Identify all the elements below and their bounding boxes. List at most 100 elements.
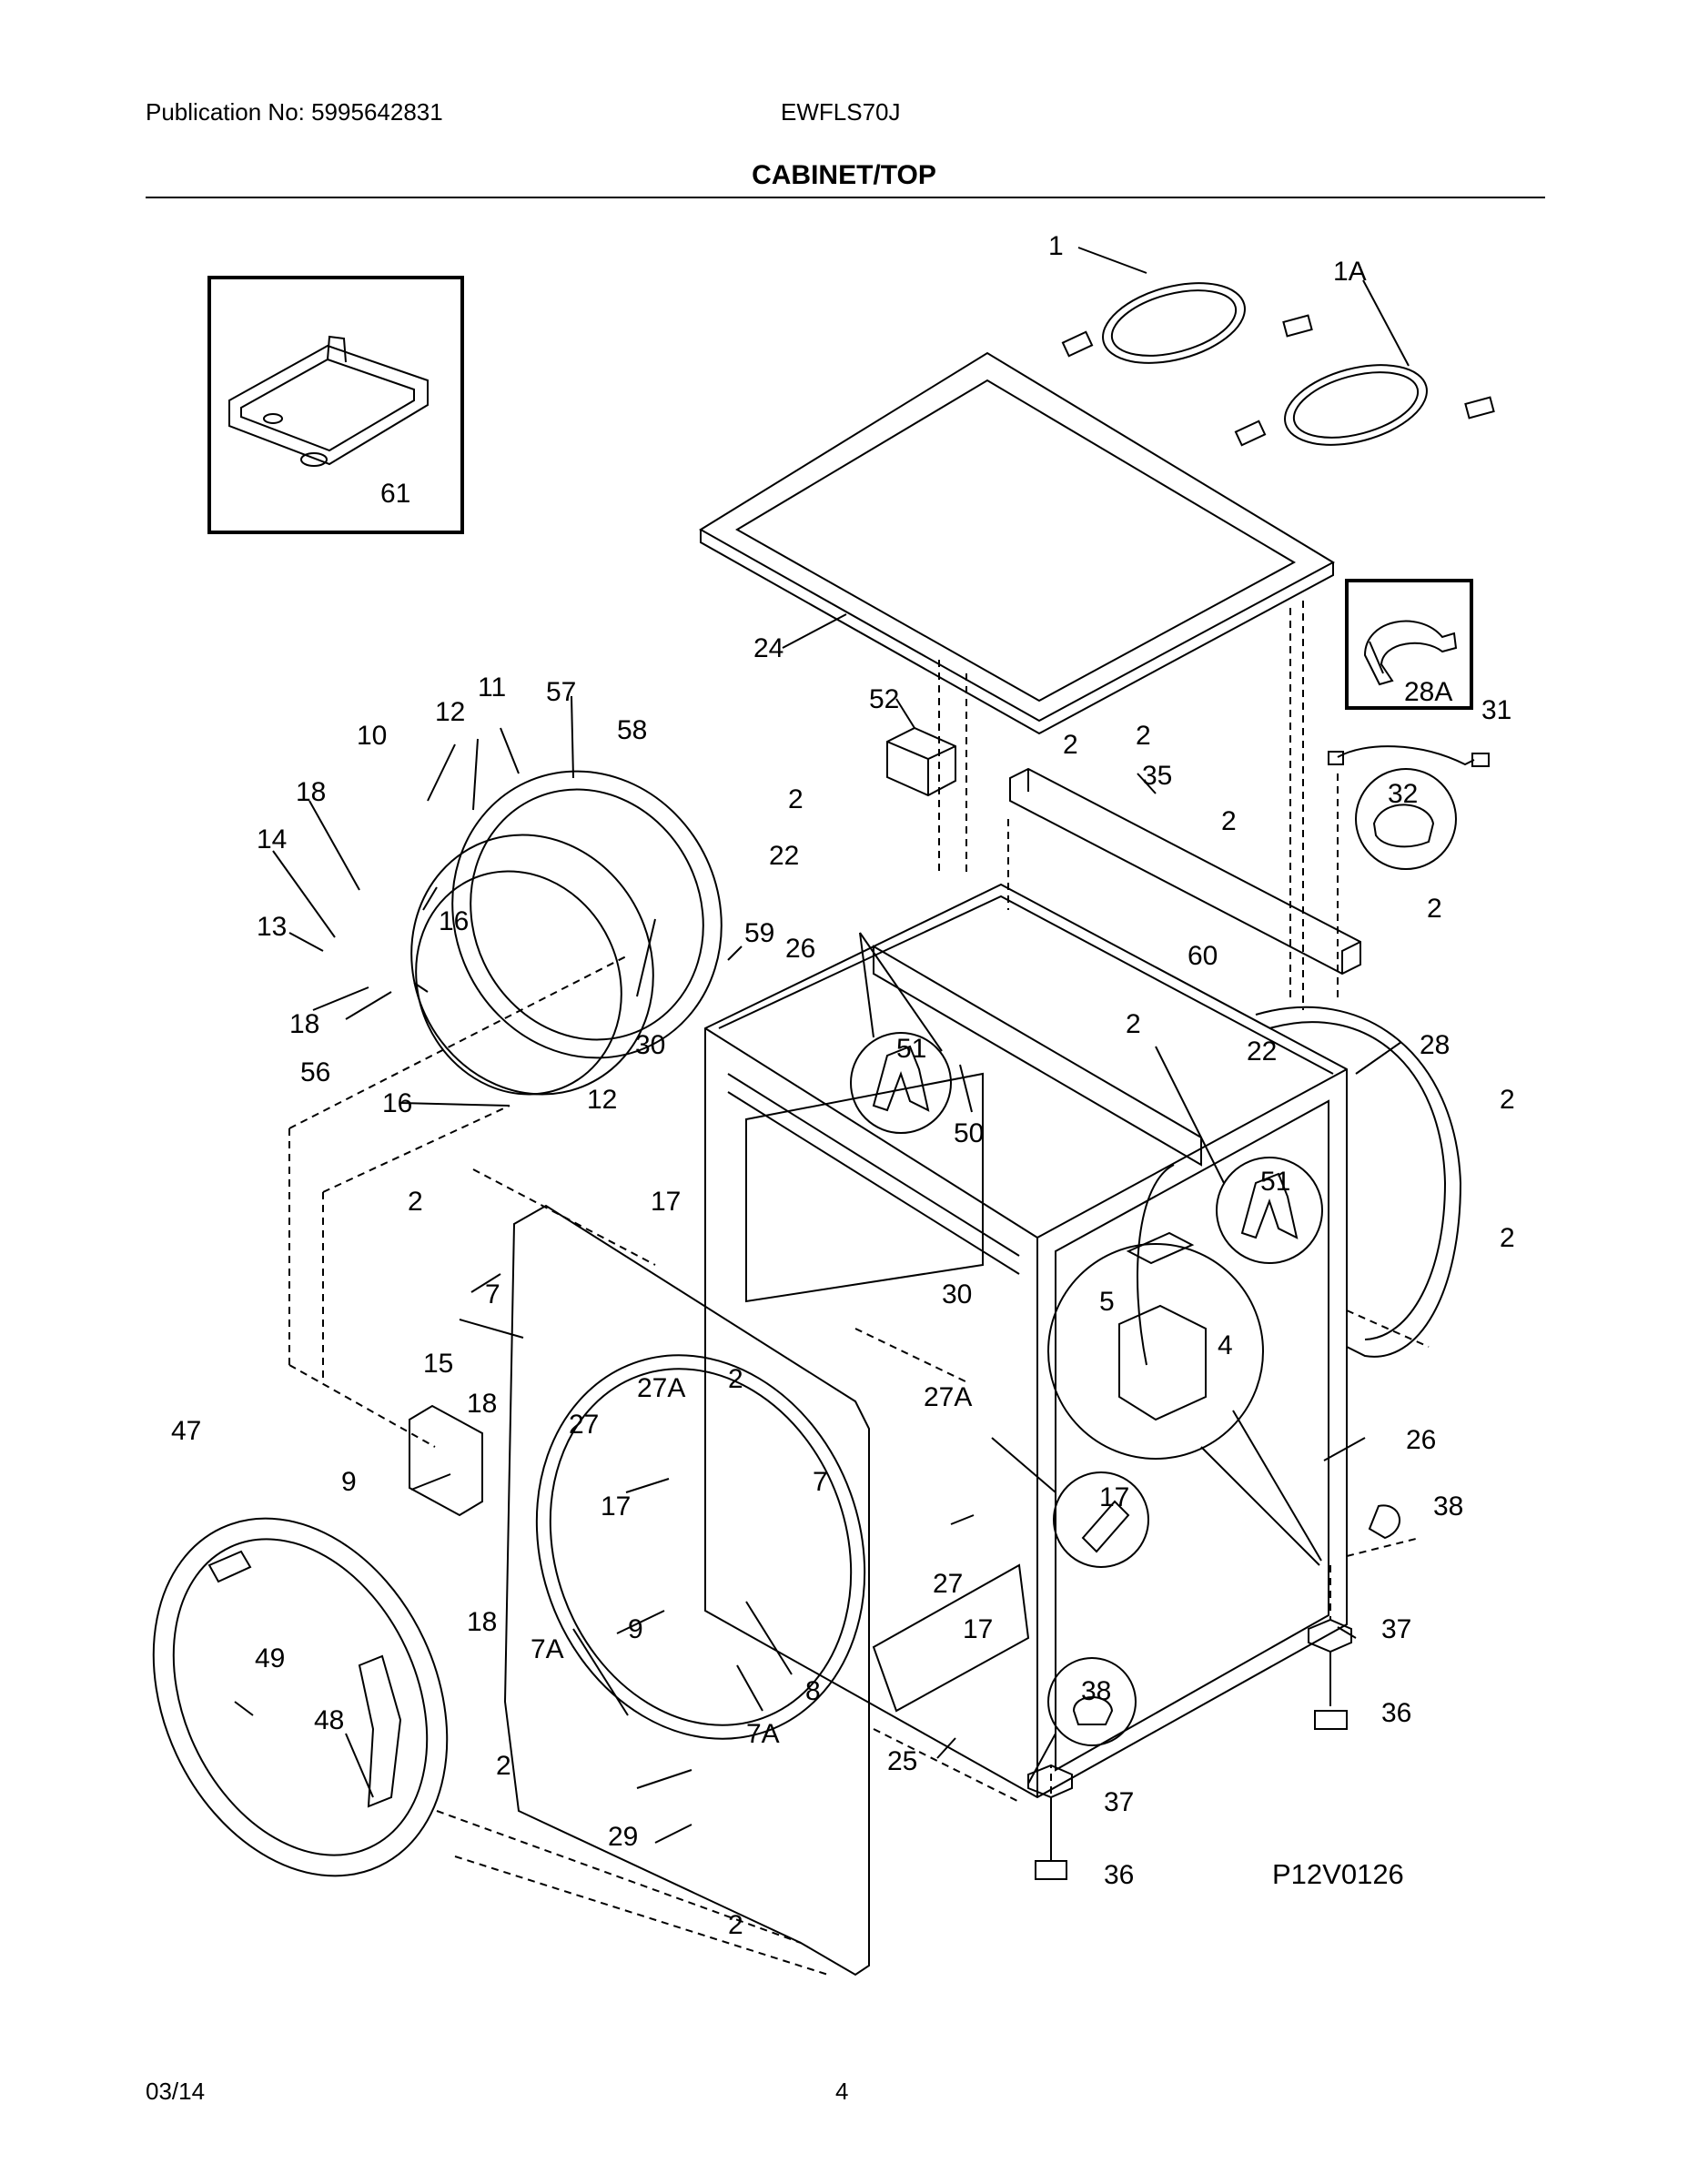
label-28: 28 xyxy=(1420,1030,1450,1060)
label-37-a: 37 xyxy=(1381,1614,1411,1644)
control-board-4-detail-circle xyxy=(1047,1243,1264,1460)
hinge-15-drawing xyxy=(409,1404,483,1517)
label-2-a: 2 xyxy=(1063,730,1078,760)
header-divider xyxy=(146,197,1545,198)
label-59: 59 xyxy=(744,918,774,948)
label-22-b: 22 xyxy=(1247,1036,1277,1067)
label-2-b: 2 xyxy=(1136,721,1151,751)
label-2-k: 2 xyxy=(496,1751,511,1781)
box-52-drawing xyxy=(886,726,956,797)
label-7-a: 7 xyxy=(485,1279,500,1309)
label-18-a: 18 xyxy=(296,777,326,807)
label-38-b: 38 xyxy=(1433,1491,1463,1522)
label-2-l: 2 xyxy=(728,1910,743,1940)
label-51-b: 51 xyxy=(1260,1167,1290,1197)
bracket-51-detail-circle-a xyxy=(850,1032,952,1134)
page-number: 4 xyxy=(835,2078,849,2105)
label-27a-a: 27A xyxy=(637,1373,685,1403)
label-36-a: 36 xyxy=(1381,1698,1411,1728)
leader-lines xyxy=(234,695,1402,1844)
label-26-b: 26 xyxy=(1406,1425,1436,1455)
front-panel-29-drawing xyxy=(503,1204,870,1977)
inlet-hose-1a-drawing xyxy=(1234,364,1495,447)
label-16-a: 16 xyxy=(439,906,469,936)
label-37-b: 37 xyxy=(1104,1787,1134,1817)
rear-panel-28-drawing xyxy=(1255,1006,1462,1358)
label-12-b: 12 xyxy=(587,1085,617,1115)
label-16-b: 16 xyxy=(382,1088,412,1118)
label-48: 48 xyxy=(314,1705,344,1735)
label-1a: 1A xyxy=(1333,257,1367,287)
power-cord-31-drawing xyxy=(1328,745,1490,767)
label-10: 10 xyxy=(357,721,387,751)
label-2-e: 2 xyxy=(788,784,804,814)
label-13: 13 xyxy=(257,912,287,942)
label-2-h: 2 xyxy=(1500,1223,1515,1253)
label-57: 57 xyxy=(546,677,576,707)
foot-assembly-right-drawing xyxy=(1308,1618,1352,1730)
page-title: CABINET/TOP xyxy=(752,160,936,190)
label-17-a: 17 xyxy=(651,1187,681,1217)
label-56: 56 xyxy=(300,1057,330,1087)
label-30-a: 30 xyxy=(635,1030,665,1060)
label-29: 29 xyxy=(608,1822,638,1852)
tub-ring-57-drawing xyxy=(410,770,723,1096)
label-2-i: 2 xyxy=(408,1187,423,1217)
inset-28a-frame xyxy=(1345,579,1473,710)
inset-61-frame xyxy=(207,276,464,534)
label-2-g: 2 xyxy=(1500,1085,1515,1115)
label-12-a: 12 xyxy=(435,697,465,727)
label-28a: 28A xyxy=(1404,677,1452,707)
label-2-j: 2 xyxy=(728,1364,743,1394)
door-47-drawing xyxy=(152,1517,449,1877)
label-30-b: 30 xyxy=(942,1279,972,1309)
label-26-a: 26 xyxy=(785,934,815,964)
label-22-a: 22 xyxy=(769,841,799,871)
label-17-b: 17 xyxy=(601,1491,631,1522)
label-14: 14 xyxy=(257,824,287,854)
cabinet-26-drawing xyxy=(704,883,1348,1799)
top-panel-24-drawing xyxy=(699,351,1336,735)
label-25: 25 xyxy=(887,1746,917,1776)
label-38-a: 38 xyxy=(1081,1676,1111,1706)
label-60: 60 xyxy=(1188,941,1218,971)
publication-date: 03/14 xyxy=(146,2078,206,2105)
label-52: 52 xyxy=(869,684,899,714)
drawing-code: P12V0126 xyxy=(1272,1858,1404,1890)
bracket-51-detail-circle-b xyxy=(1216,1157,1323,1264)
label-31: 31 xyxy=(1481,695,1511,725)
publication-number: Publication No: 5995642831 xyxy=(146,98,443,126)
clamp-28a-drawing xyxy=(1363,620,1458,686)
label-18-d: 18 xyxy=(467,1607,497,1637)
base-tray-61-drawing xyxy=(228,335,429,467)
pin-17-detail-circle xyxy=(1053,1471,1149,1568)
label-36-b: 36 xyxy=(1104,1860,1134,1890)
label-18-c: 18 xyxy=(467,1389,497,1419)
label-9-b: 9 xyxy=(628,1614,643,1644)
label-27-b: 27 xyxy=(933,1569,963,1599)
model-number: EWFLS70J xyxy=(781,98,901,126)
label-2-c: 2 xyxy=(1221,806,1237,836)
label-7-b: 7 xyxy=(813,1467,828,1497)
label-2-f: 2 xyxy=(1126,1009,1141,1039)
top-rail-35-drawing xyxy=(1009,767,1361,976)
label-15: 15 xyxy=(423,1349,453,1379)
assembly-dashed-lines xyxy=(288,601,1430,1976)
label-2-d: 2 xyxy=(1427,894,1442,924)
part-labels: 1 1A 61 28A 31 32 24 52 2 2 35 2 2 60 2 … xyxy=(171,231,1515,1940)
label-8: 8 xyxy=(805,1676,821,1706)
label-51-a: 51 xyxy=(896,1034,926,1064)
inlet-hose-1-drawing xyxy=(1061,282,1313,364)
label-18-b: 18 xyxy=(289,1009,319,1039)
label-9-a: 9 xyxy=(341,1467,357,1497)
label-1: 1 xyxy=(1048,231,1064,261)
label-47: 47 xyxy=(171,1416,201,1446)
label-49: 49 xyxy=(255,1643,285,1673)
label-27a-b: 27A xyxy=(924,1382,972,1412)
foot-38-detail-circle xyxy=(1047,1657,1137,1746)
label-35: 35 xyxy=(1142,761,1172,791)
label-24: 24 xyxy=(753,633,783,663)
label-50: 50 xyxy=(954,1118,984,1148)
label-17-c: 17 xyxy=(1099,1482,1129,1512)
